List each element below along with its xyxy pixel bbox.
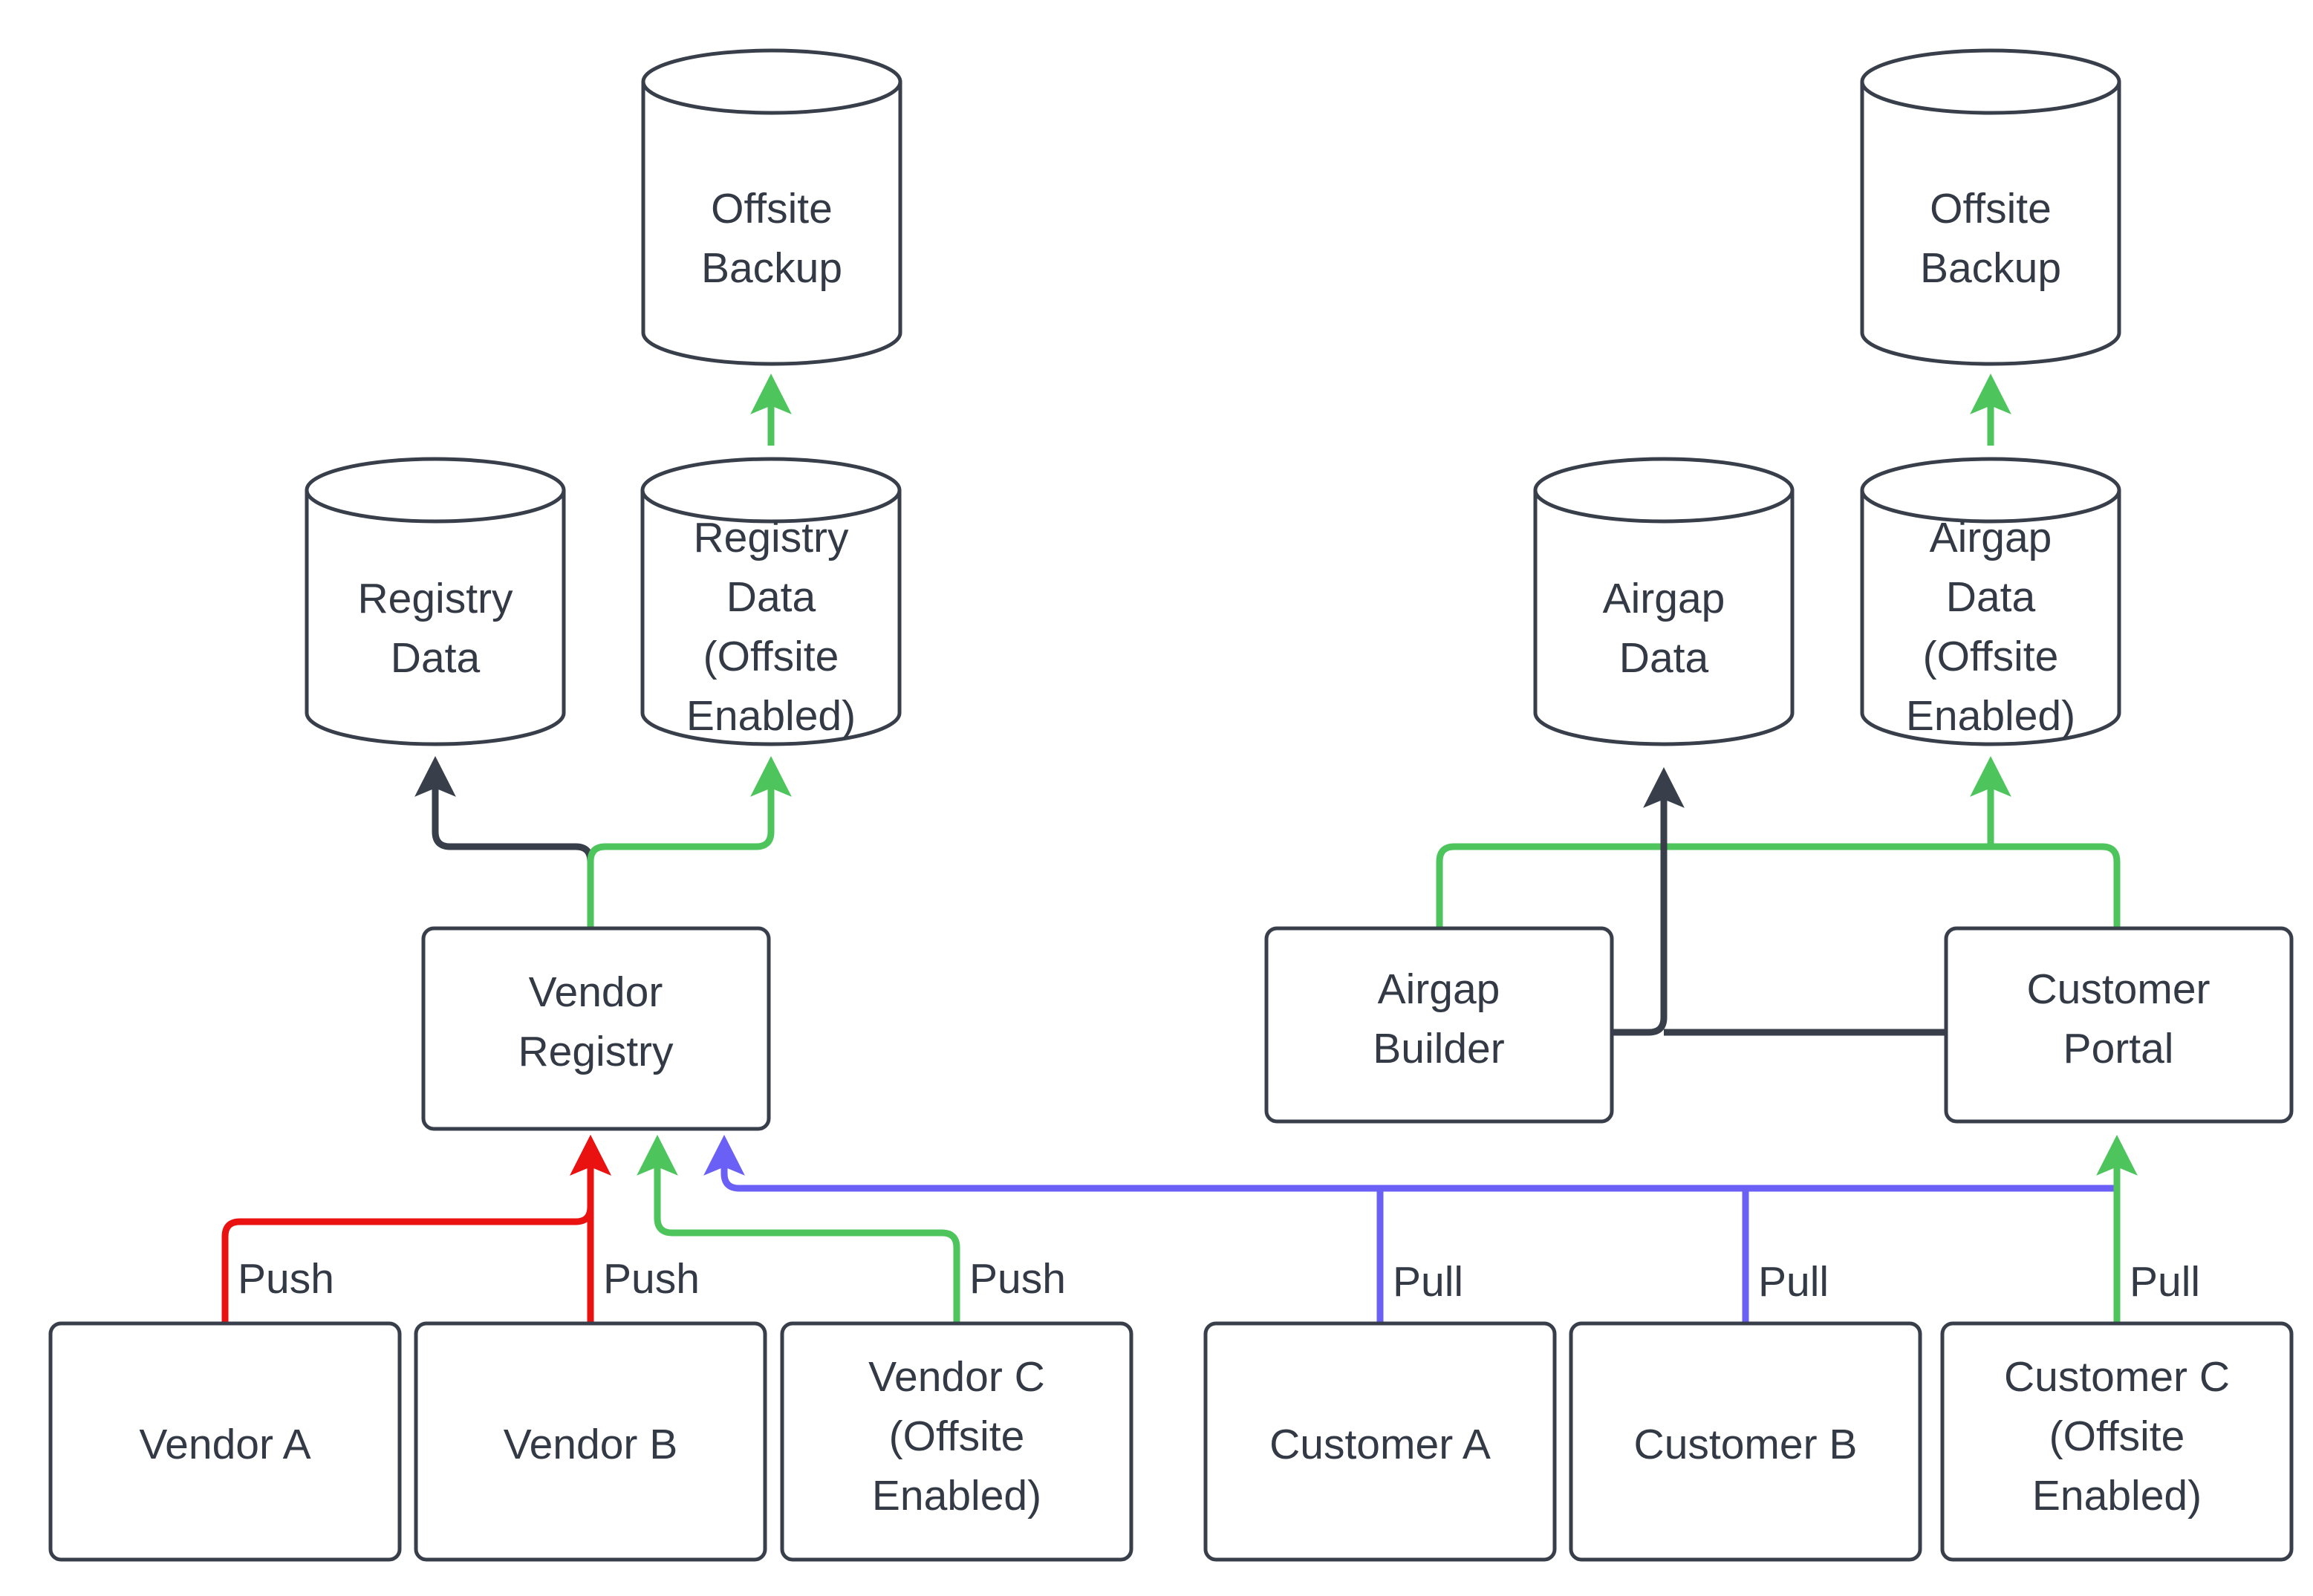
airgap-data-line1: Airgap — [1603, 575, 1725, 622]
edge-airgap-builder-to-airgap-data-offsite — [1436, 843, 2121, 928]
edge-label-customer-c-pull: Pull — [2130, 1258, 2200, 1306]
customer-portal-line1: Customer — [2026, 965, 2210, 1013]
customer-c-line1: Customer C — [2004, 1353, 2230, 1401]
vendor-c-line3: Enabled) — [872, 1472, 1041, 1520]
registry-data-line2: Data — [391, 634, 481, 682]
offsite-backup-right-line2: Backup — [1920, 244, 2061, 292]
registry-data-offsite-line1: Registry — [693, 514, 849, 561]
airgap-builder-line1: Airgap — [1378, 965, 1500, 1013]
node-vendor-b[interactable]: Vendor B — [414, 1321, 767, 1562]
offsite-backup-left-line2: Backup — [701, 244, 842, 292]
node-offsite-backup-left[interactable]: Offsite Backup — [641, 48, 902, 366]
registry-data-offsite-line3: (Offsite — [703, 633, 839, 680]
airgap-data-offsite-line2: Data — [1946, 573, 2036, 621]
edge-airgap-builder-to-customer-portal — [1612, 767, 1685, 1036]
edge-vendor-c-push — [637, 1135, 960, 1323]
registry-data-line1: Registry — [357, 575, 513, 622]
edge-label-vendor-a-push: Push — [238, 1255, 334, 1303]
vendor-registry-line1: Vendor — [529, 968, 663, 1016]
registry-data-offsite-line4: Enabled) — [686, 692, 856, 740]
offsite-backup-left-line1: Offsite — [711, 185, 833, 232]
vendor-a-line1: Vendor A — [139, 1421, 310, 1468]
edge-registry-to-registry-data-offsite — [587, 756, 792, 928]
customer-c-line3: Enabled) — [2032, 1472, 2202, 1520]
node-offsite-backup-right[interactable]: Offsite Backup — [1860, 48, 2121, 366]
edge-registry-to-registry-data — [414, 756, 594, 928]
node-airgap-builder[interactable]: Airgap Builder — [1264, 926, 1614, 1124]
customer-a-line1: Customer A — [1269, 1421, 1491, 1468]
airgap-builder-line2: Builder — [1373, 1025, 1504, 1072]
node-airgap-data-offsite[interactable]: Airgap Data (Offsite Enabled) — [1860, 457, 2121, 746]
node-vendor-registry[interactable]: Vendor Registry — [421, 926, 771, 1131]
node-vendor-c[interactable]: Vendor C (Offsite Enabled) — [780, 1321, 1133, 1562]
edge-label-vendor-c-push: Push — [969, 1255, 1066, 1303]
node-customer-c[interactable]: Customer C (Offsite Enabled) — [1940, 1321, 2294, 1562]
vendor-registry-line2: Registry — [518, 1028, 674, 1075]
vendor-b-line1: Vendor B — [504, 1421, 678, 1468]
customer-portal-line2: Portal — [2063, 1025, 2174, 1072]
node-customer-b[interactable]: Customer B — [1569, 1321, 1922, 1562]
airgap-data-offsite-line3: (Offsite — [1923, 633, 2059, 680]
airgap-data-line2: Data — [1619, 634, 1709, 682]
registry-data-offsite-line2: Data — [726, 573, 816, 621]
node-vendor-a[interactable]: Vendor A — [48, 1321, 402, 1562]
airgap-data-offsite-line4: Enabled) — [1906, 692, 2075, 740]
edge-label-customer-b-pull: Pull — [1758, 1258, 1829, 1306]
node-registry-data[interactable]: Registry Data — [305, 457, 566, 746]
airgap-data-offsite-line1: Airgap — [1930, 514, 2052, 561]
edge-customer-a-pull — [703, 1135, 1384, 1323]
node-registry-data-offsite[interactable]: Registry Data (Offsite Enabled) — [640, 457, 902, 746]
customer-c-line2: (Offsite — [2049, 1413, 2185, 1460]
edge-label-customer-a-pull: Pull — [1393, 1258, 1463, 1306]
customer-b-line1: Customer B — [1634, 1421, 1858, 1468]
vendor-c-line1: Vendor C — [868, 1353, 1045, 1401]
offsite-backup-right-line1: Offsite — [1930, 185, 2052, 232]
node-airgap-data[interactable]: Airgap Data — [1533, 457, 1795, 746]
node-customer-portal[interactable]: Customer Portal — [1944, 926, 2294, 1124]
vendor-c-line2: (Offsite — [889, 1413, 1025, 1460]
node-customer-a[interactable]: Customer A — [1203, 1321, 1557, 1562]
edge-label-vendor-b-push: Push — [603, 1255, 700, 1303]
